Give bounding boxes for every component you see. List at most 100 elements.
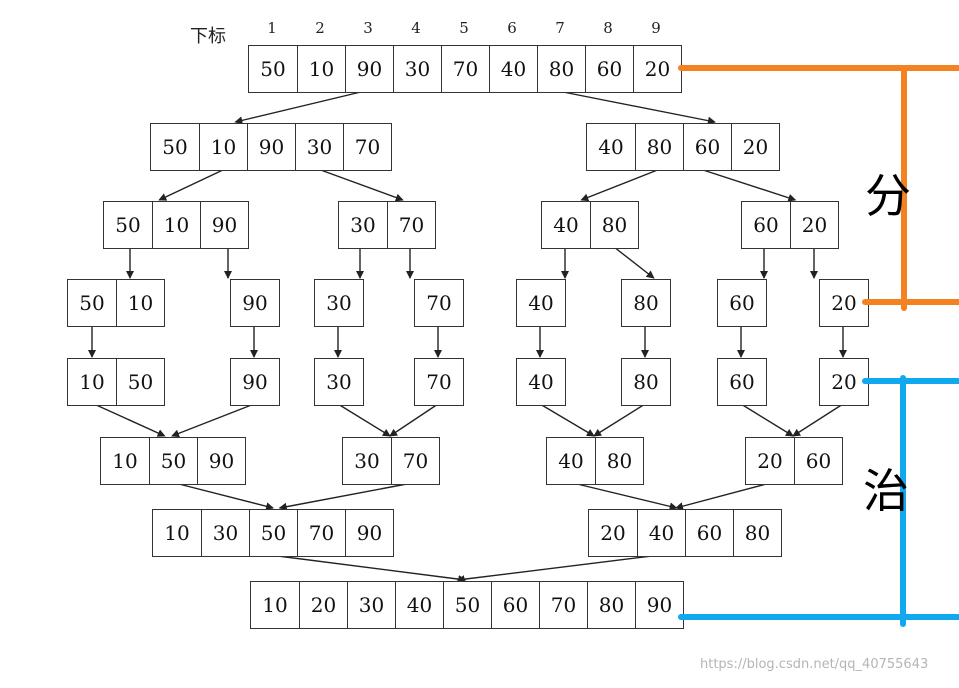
array-cell: 80 [635, 124, 683, 170]
array-m1c: 30 [314, 358, 364, 406]
array-cell: 20 [831, 370, 857, 394]
array-cell: 60 [729, 370, 755, 394]
connector-arrow [317, 168, 404, 202]
array-cell: 20 [790, 202, 838, 248]
connector-arrow [613, 246, 655, 279]
array-cell: 50 [260, 57, 286, 81]
array-cell: 60 [585, 46, 633, 92]
connector-arrow [740, 403, 794, 437]
array-cell: 90 [635, 582, 683, 628]
array-cell: 90 [247, 124, 295, 170]
array-cell: 30 [326, 291, 352, 315]
array-cell: 40 [598, 135, 624, 159]
connector-arrow [580, 168, 661, 202]
array-cell: 60 [683, 124, 731, 170]
array-l3b: 90 [230, 279, 280, 327]
array-cell: 40 [528, 370, 554, 394]
index-number: 4 [411, 19, 421, 37]
array-cell: 30 [201, 510, 249, 556]
array-cell: 90 [242, 370, 268, 394]
array-cell: 40 [637, 510, 685, 556]
array-cell: 90 [197, 438, 245, 484]
array-l3g: 60 [717, 279, 767, 327]
array-cell: 50 [249, 510, 297, 556]
array-cell: 40 [528, 291, 554, 315]
array-cell: 20 [633, 46, 681, 92]
array-l3f: 80 [621, 279, 671, 327]
array-cell: 70 [441, 46, 489, 92]
array-cell: 50 [162, 135, 188, 159]
array-cell: 40 [395, 582, 443, 628]
index-number: 9 [651, 19, 661, 37]
array-cell: 80 [587, 582, 635, 628]
array-cell: 90 [345, 46, 393, 92]
array-cell: 20 [757, 449, 783, 473]
array-l3e: 40 [516, 279, 566, 327]
connector-arrow [557, 90, 716, 125]
array-l2c: 40 80 [541, 201, 639, 249]
array-m2b: 30 70 [342, 437, 440, 485]
connector-arrow [699, 168, 797, 202]
array-cell: 80 [733, 510, 781, 556]
array-cell: 80 [633, 291, 659, 315]
divide-bracket [678, 65, 959, 311]
connector-arrow [572, 482, 678, 511]
array-cell: 70 [387, 202, 435, 248]
array-cell: 50 [79, 291, 105, 315]
array-cell: 30 [350, 213, 376, 237]
connector-arrow [539, 403, 595, 437]
array-cell: 10 [112, 449, 138, 473]
index-number: 3 [363, 19, 373, 37]
array-cell: 40 [553, 213, 579, 237]
connector-arrow [792, 403, 844, 437]
array-cell: 90 [200, 202, 248, 248]
array-m1b: 90 [230, 358, 280, 406]
index-number: 7 [555, 19, 565, 37]
array-l3c: 30 [314, 279, 364, 327]
conquer-label: 治 [863, 464, 909, 518]
array-cell: 30 [347, 582, 395, 628]
array-cell: 50 [149, 438, 197, 484]
array-cell: 60 [491, 582, 539, 628]
array-cell: 60 [729, 291, 755, 315]
connector-arrow [174, 482, 275, 511]
conquer-bracket [678, 375, 959, 627]
array-cell: 90 [345, 510, 393, 556]
array-cell: 60 [753, 213, 779, 237]
array-cell: 10 [297, 46, 345, 92]
array-cell: 60 [794, 438, 842, 484]
array-m1e: 40 [516, 358, 566, 406]
array-cell: 30 [295, 124, 343, 170]
array-cell: 80 [633, 370, 659, 394]
index-number: 2 [315, 19, 325, 37]
array-cell: 70 [539, 582, 587, 628]
array-cell: 70 [391, 438, 439, 484]
array-cell: 80 [537, 46, 585, 92]
array-l3d: 70 [414, 279, 464, 327]
array-cell: 40 [489, 46, 537, 92]
connector-arrow [93, 403, 166, 437]
array-cell: 30 [354, 449, 380, 473]
array-cell: 70 [343, 124, 391, 170]
array-l2b: 30 70 [338, 201, 436, 249]
index-label: 下标 [190, 26, 226, 47]
array-m1h: 20 [819, 358, 869, 406]
connector-arrow [234, 90, 366, 125]
array-cell: 20 [731, 124, 779, 170]
array-cell: 20 [600, 521, 626, 545]
array-cell: 90 [242, 291, 268, 315]
array-cell: 80 [590, 202, 638, 248]
array-cell: 30 [393, 46, 441, 92]
array-cell: 10 [199, 124, 247, 170]
array-cell: 10 [164, 521, 190, 545]
array-cell: 10 [116, 280, 164, 326]
